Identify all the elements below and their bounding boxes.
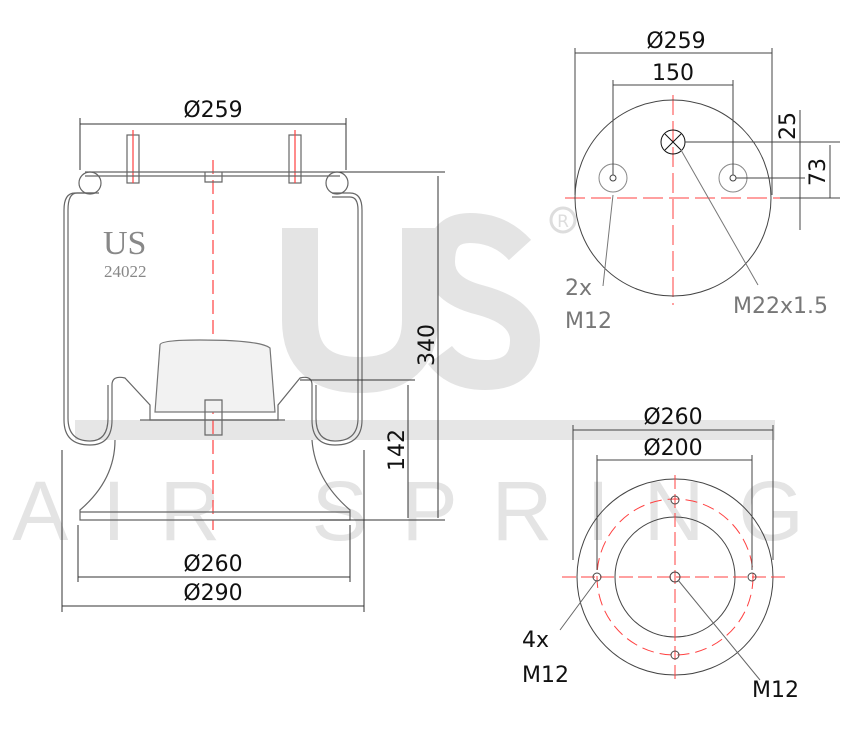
label-holes-thread: M12: [522, 663, 569, 688]
dim-base-diameter: Ø260: [183, 552, 242, 577]
bolt-hole: [670, 650, 680, 660]
side-view: US 24022: [63, 130, 363, 530]
dim-offset-25: 25: [776, 112, 801, 140]
registered-mark: [549, 206, 577, 234]
svg-text:R: R: [557, 212, 569, 232]
top-plate: [85, 171, 340, 183]
bottom-view: [559, 425, 788, 681]
bellows-mark: US: [103, 225, 146, 262]
dim-height: 340: [415, 324, 440, 366]
center-hole: [669, 571, 681, 583]
dim-top-view-diameter: Ø259: [646, 29, 705, 54]
watermark-brand: AIR SPRING: [12, 464, 837, 558]
top-plate-outline: [574, 99, 772, 297]
dim-top-diameter: Ø259: [183, 98, 242, 123]
label-holes-qty: 4x: [522, 628, 549, 653]
bead-right: [325, 171, 349, 195]
dim-piston-height: 142: [385, 429, 410, 471]
bead-left: [78, 171, 102, 195]
part-number: 24022: [104, 262, 147, 281]
bolt-hole: [670, 495, 680, 505]
watermark-bar: [75, 420, 775, 440]
watermark-letter-u: [282, 228, 438, 394]
watermark-letter-s: [424, 212, 541, 391]
dim-offset-73: 73: [806, 158, 831, 186]
dim-stud-spacing: 150: [652, 61, 694, 86]
dim-base-outer-diameter: Ø260: [643, 405, 702, 430]
label-center-thread: M12: [752, 678, 799, 703]
bolt-hole: [592, 572, 602, 582]
label-studs-qty: 2x: [565, 276, 592, 301]
piston: [79, 439, 351, 521]
label-studs-thread: M12: [565, 309, 612, 334]
label-air-inlet: M22x1.5: [733, 294, 828, 319]
bolt-hole: [747, 572, 757, 582]
top-view: [565, 48, 840, 305]
bumper: [154, 339, 276, 413]
side-dimensions: [61, 118, 445, 612]
piston-top: [140, 399, 285, 436]
dim-max-diameter: Ø290: [183, 581, 242, 606]
dim-bolt-circle: Ø200: [643, 436, 702, 461]
